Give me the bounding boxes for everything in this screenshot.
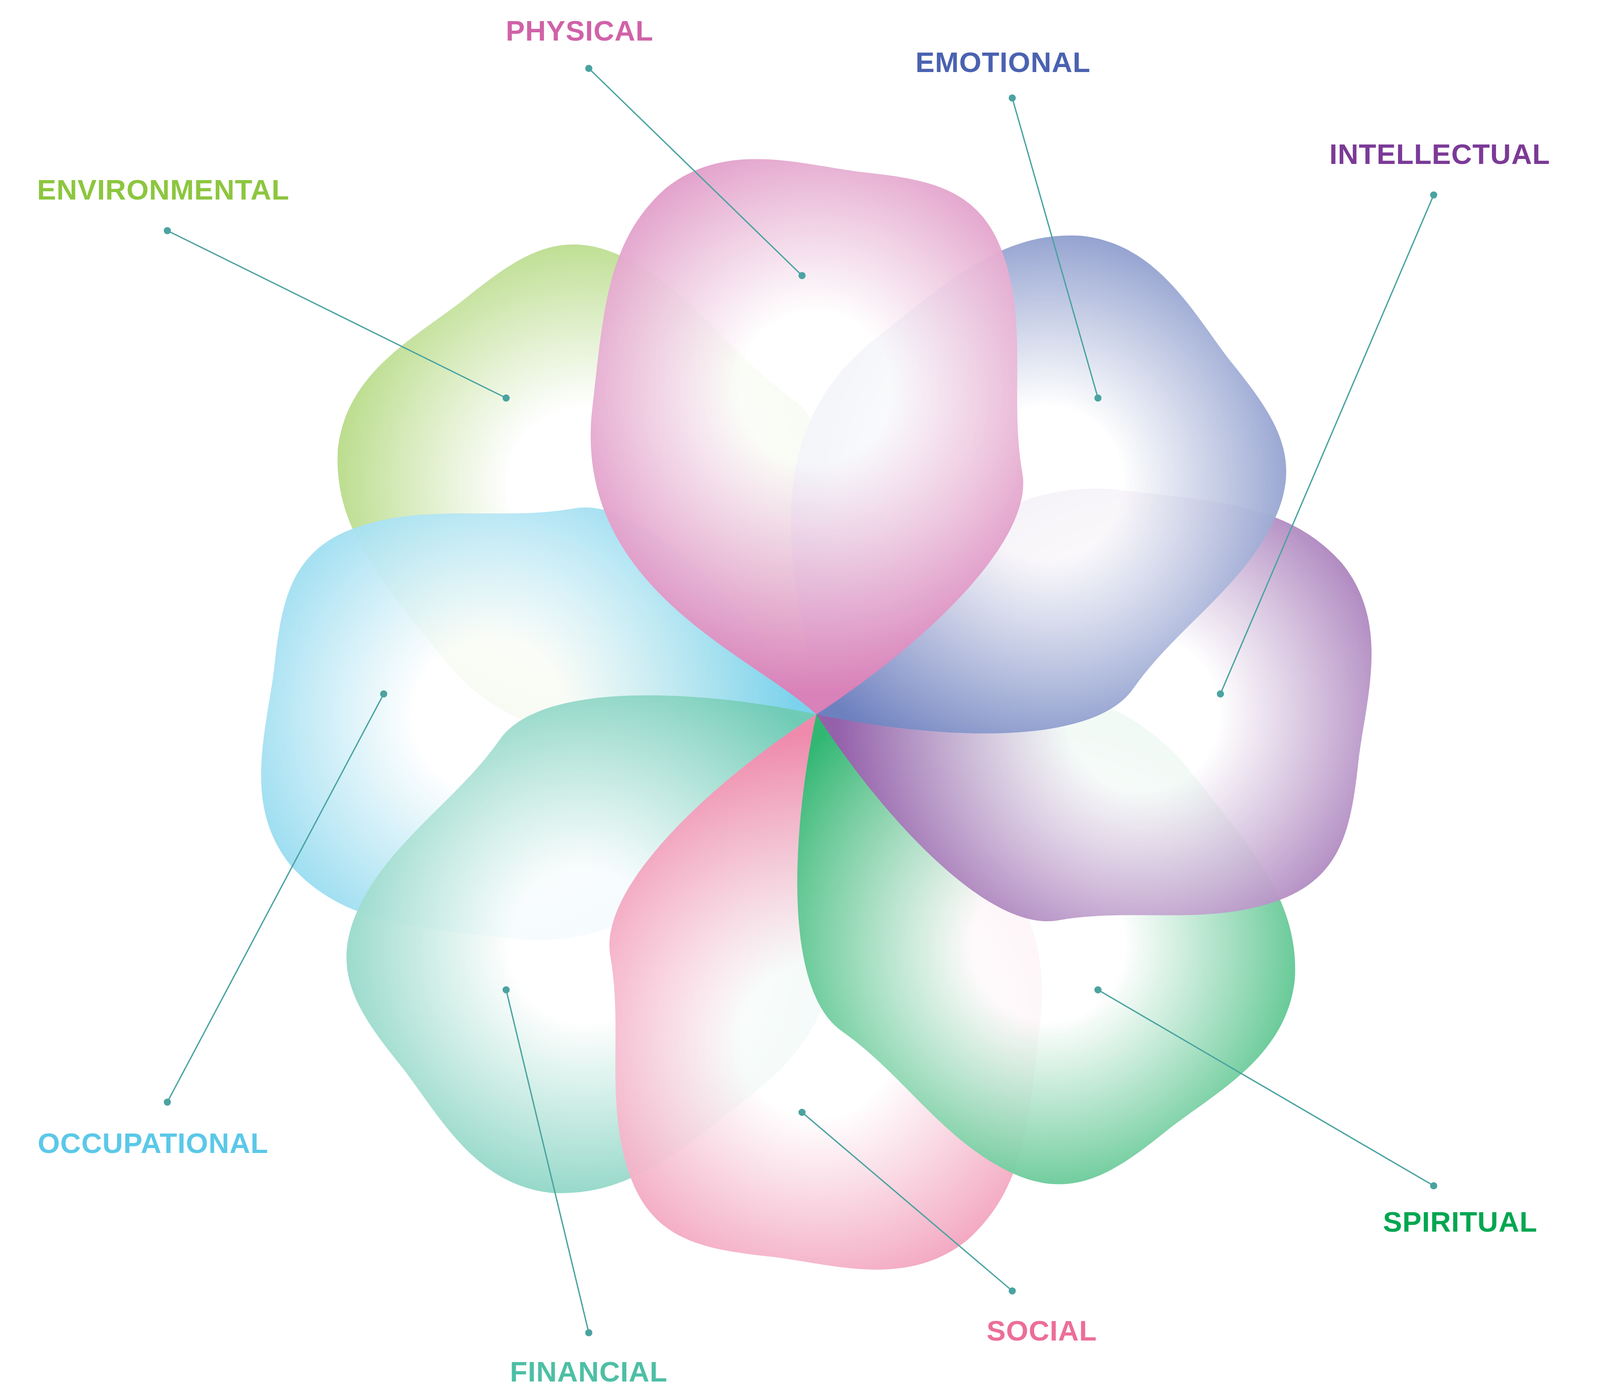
dimension-label: INTELLECTUAL <box>1329 139 1550 169</box>
dimension-label: OCCUPATIONAL <box>37 1128 269 1158</box>
dimension-label: ENVIRONMENTAL <box>37 175 290 205</box>
dimension-label: SPIRITUAL <box>1383 1207 1538 1236</box>
dimension-label: FINANCIAL <box>510 1356 668 1386</box>
dimension-label: PHYSICAL <box>505 16 654 45</box>
dimension-label: EMOTIONAL <box>915 48 1091 77</box>
dimension-label: SOCIAL <box>986 1316 1098 1345</box>
